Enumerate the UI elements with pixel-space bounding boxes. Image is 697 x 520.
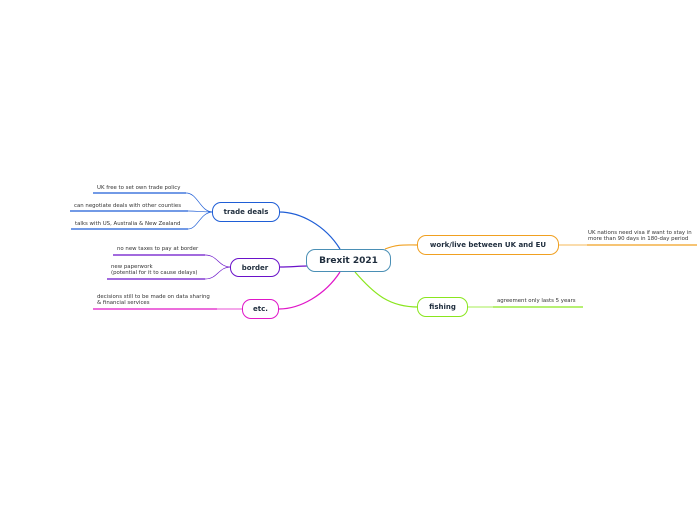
link-trade-3 (187, 211, 214, 230)
link-border-1 (204, 254, 232, 268)
link-central-work (384, 244, 419, 250)
link-central-trade (278, 211, 341, 250)
leaf-trade-own-policy[interactable]: UK free to set own trade policy (97, 185, 181, 191)
link-central-border (279, 265, 309, 268)
link-trade-1 (185, 192, 214, 213)
topic-trade-deals[interactable]: trade deals (212, 202, 280, 222)
link-central-etc (278, 271, 341, 310)
leaf-border-no-taxes[interactable]: no new taxes to pay at border (117, 246, 199, 252)
topic-etc[interactable]: etc. (242, 299, 279, 319)
link-central-fishing (354, 271, 419, 308)
leaf-fishing-agreement[interactable]: agreement only lasts 5 years (497, 298, 576, 304)
leaf-work-visa[interactable]: UK nations need visa if want to stay in … (588, 230, 692, 243)
leaf-trade-talks[interactable]: talks with US, Australia & New Zealand (75, 221, 181, 227)
central-topic[interactable]: Brexit 2021 (306, 249, 391, 272)
topic-border[interactable]: border (230, 258, 280, 277)
leaf-trade-negotiate[interactable]: can negotiate deals with other counties (74, 203, 182, 209)
link-border-2 (204, 266, 232, 280)
leaf-border-paperwork[interactable]: new paperwork (potential for it to cause… (111, 264, 198, 277)
leaf-etc-data-sharing[interactable]: decisions still to be made on data shari… (97, 294, 210, 307)
topic-work-live[interactable]: work/live between UK and EU (417, 235, 559, 255)
topic-fishing[interactable]: fishing (417, 297, 468, 317)
